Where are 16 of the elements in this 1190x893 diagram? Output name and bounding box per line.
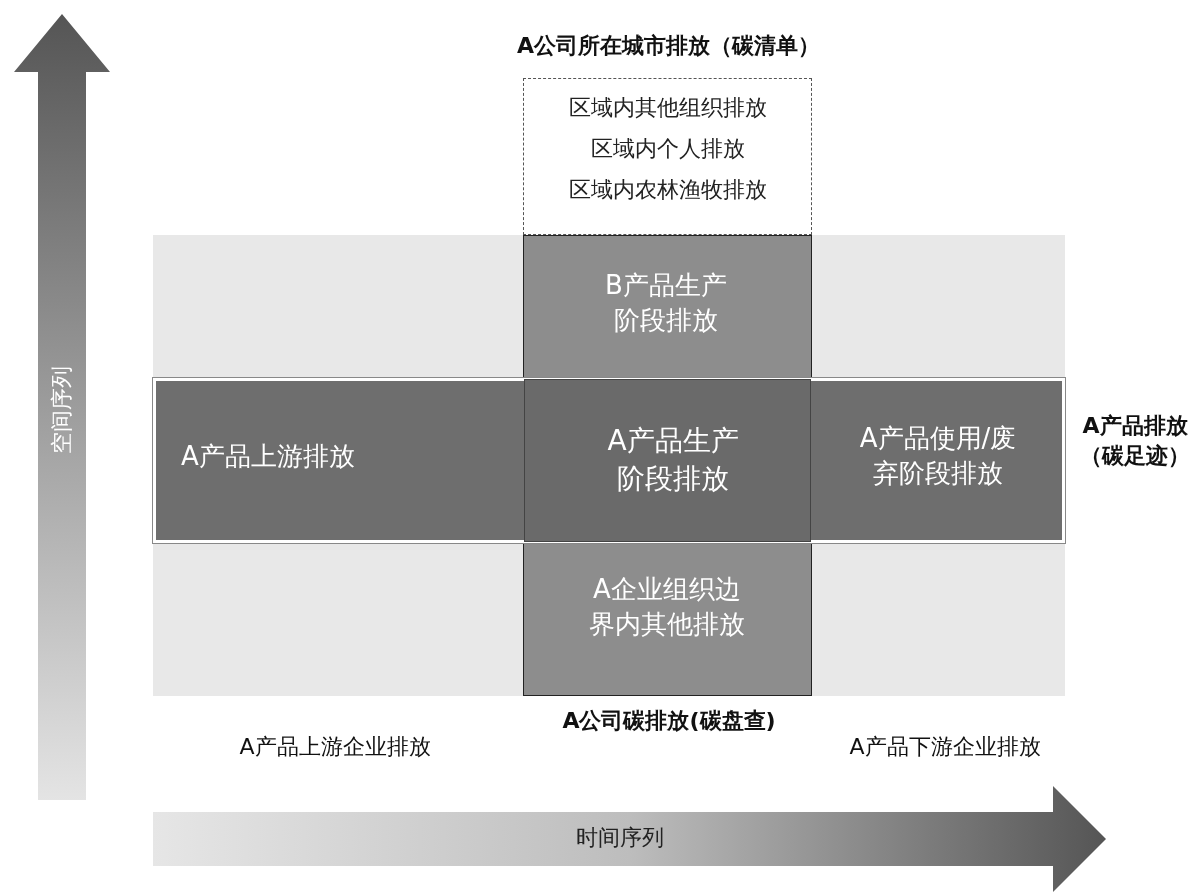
- cell-text: B产品生产阶段排放: [604, 269, 728, 338]
- column-heading: A公司碳排放(碳盘查): [561, 707, 777, 735]
- cell-text: A企业组织边界内其他排放: [588, 573, 746, 642]
- heading: A公司所在城市排放（碳清单）: [516, 32, 821, 60]
- cell: [524, 379, 811, 542]
- label: A产品上游企业排放: [238, 733, 432, 761]
- region-text: 区域内农林渔牧排放: [567, 176, 768, 204]
- axis-label: 空间序列: [48, 364, 76, 456]
- axis-label: 时间序列: [575, 824, 665, 852]
- cell-text: A产品使用/废弃阶段排放: [858, 422, 1018, 491]
- region-text: 区域内其他组织排放: [567, 94, 768, 122]
- region-text: 区域内个人排放: [589, 135, 746, 163]
- cell-text: A产品生产阶段排放: [606, 423, 740, 497]
- label: A产品下游企业排放: [848, 733, 1042, 761]
- cell-text: A产品上游排放: [181, 440, 356, 473]
- row-heading: A产品排放（碳足迹）: [1079, 412, 1190, 470]
